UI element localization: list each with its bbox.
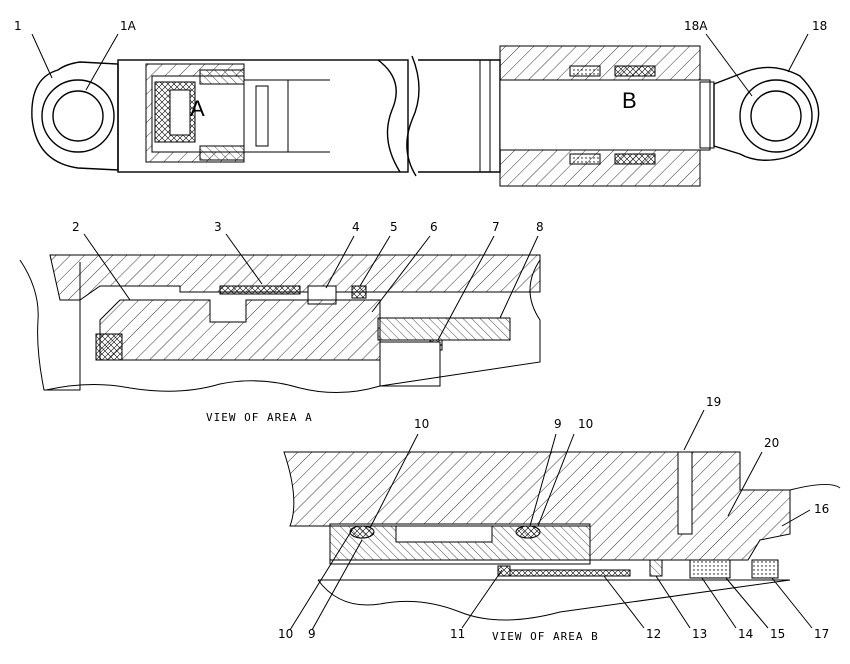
leader-10-bottom	[289, 529, 353, 631]
callout-6: 6	[430, 220, 438, 234]
leader-9-bottom	[311, 539, 363, 631]
leader-18a	[705, 33, 753, 97]
callout-18: 18	[812, 19, 827, 33]
leader-1a	[85, 33, 119, 91]
area-b-label: B	[622, 88, 637, 113]
leader-13	[655, 575, 691, 629]
leader-17	[771, 577, 813, 629]
right-rod-eye	[713, 66, 820, 161]
callout-10-bottom: 10	[278, 627, 293, 641]
callout-14: 14	[738, 627, 753, 641]
assembly-view: A B 1 1A 18A 18	[14, 19, 827, 187]
leader-1	[31, 33, 53, 79]
view-area-a: VIEW OF AREA A 2 3 4 5 6 7 8	[19, 220, 544, 424]
leader-11	[461, 569, 503, 629]
leader-7	[437, 235, 495, 341]
break-line	[406, 55, 420, 177]
leader-15	[725, 577, 769, 629]
area-a-label: A	[190, 96, 205, 121]
leader-20	[727, 451, 763, 517]
callout-8: 8	[536, 220, 544, 234]
callout-17: 17	[814, 627, 829, 641]
callout-4: 4	[352, 220, 360, 234]
callout-10-top-2: 10	[578, 417, 593, 431]
leader-18	[787, 33, 809, 73]
leader-16	[781, 509, 811, 527]
callout-15: 15	[770, 627, 785, 641]
leader-9-top	[529, 433, 557, 527]
callout-1: 1	[14, 19, 22, 33]
callout-11: 11	[450, 627, 465, 641]
left-rod-eye	[31, 61, 119, 171]
leader-14	[701, 577, 737, 629]
callout-16: 16	[814, 502, 829, 516]
leader-8	[499, 235, 539, 319]
callout-9-top: 9	[554, 417, 562, 431]
leader-4	[325, 235, 355, 289]
view-b-caption: VIEW OF AREA B	[492, 630, 599, 643]
leader-10-top-2	[537, 433, 575, 527]
leader-5	[359, 235, 391, 287]
leader-12	[603, 575, 645, 629]
callout-10-top: 10	[414, 417, 429, 431]
callout-7: 7	[492, 220, 500, 234]
callout-18a: 18A	[684, 19, 708, 33]
callout-1a: 1A	[120, 19, 137, 33]
view-area-b: VIEW OF AREA B 10 9 10 19 20 16 10 9 11 …	[278, 395, 841, 643]
callout-12: 12	[646, 627, 661, 641]
cylinder-barrel-right	[418, 45, 715, 187]
callout-5: 5	[390, 220, 398, 234]
callout-19: 19	[706, 395, 721, 409]
view-a-caption: VIEW OF AREA A	[206, 411, 313, 424]
leader-10-top	[369, 433, 419, 529]
callout-9-bottom: 9	[308, 627, 316, 641]
leader-3	[225, 233, 263, 285]
callout-3: 3	[214, 220, 222, 234]
cylinder-barrel-left	[117, 59, 409, 173]
callout-2: 2	[72, 220, 80, 234]
callout-13: 13	[692, 627, 707, 641]
leader-2	[83, 233, 131, 301]
callout-20: 20	[764, 436, 779, 450]
leader-6	[371, 235, 431, 313]
leader-19	[683, 409, 705, 451]
